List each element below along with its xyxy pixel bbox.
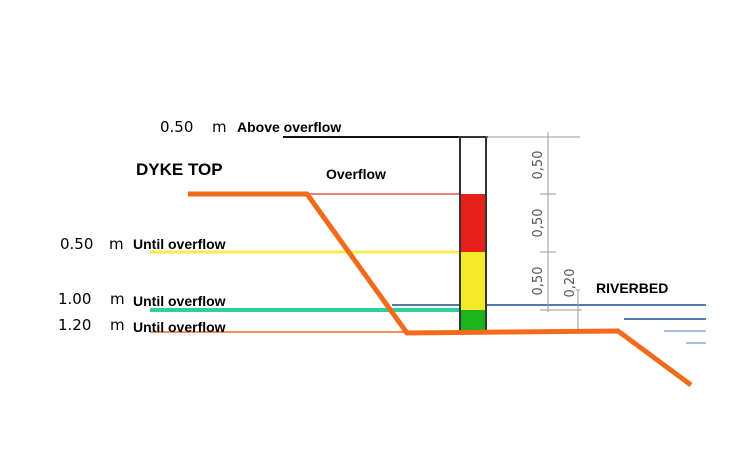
- gauge-green-segment: [460, 310, 486, 332]
- level1-value: 0.50: [60, 235, 94, 253]
- above-overflow-value: 0.50: [160, 118, 194, 136]
- level1-label: Until overflow: [133, 236, 226, 252]
- dimension-label-3: 0,50: [531, 266, 546, 296]
- level3-label: Until overflow: [133, 319, 226, 335]
- water-surface-lines: [624, 318, 706, 344]
- riverbed-label: RIVERBED: [596, 280, 669, 296]
- gauge-red-segment: [460, 194, 486, 252]
- level3-unit: m: [110, 316, 125, 334]
- dimension-label-2: 0,50: [531, 208, 546, 238]
- dimension-label-1: 0,50: [531, 150, 546, 180]
- dyke-profile: [188, 191, 693, 388]
- dimension-label-4: 0,20: [563, 268, 578, 298]
- above-overflow-unit: m: [212, 118, 227, 136]
- level2-unit: m: [110, 290, 125, 308]
- gauge-yellow-segment: [460, 252, 486, 310]
- gauge-post: [458, 136, 488, 334]
- dyke-top-label: DYKE TOP: [136, 160, 223, 179]
- above-overflow-label: Above overflow: [237, 119, 342, 135]
- level1-unit: m: [109, 235, 124, 253]
- level3-value: 1.20: [58, 316, 92, 334]
- level2-label: Until overflow: [133, 293, 226, 309]
- level2-value: 1.00: [58, 290, 92, 308]
- overflow-label: Overflow: [326, 166, 386, 182]
